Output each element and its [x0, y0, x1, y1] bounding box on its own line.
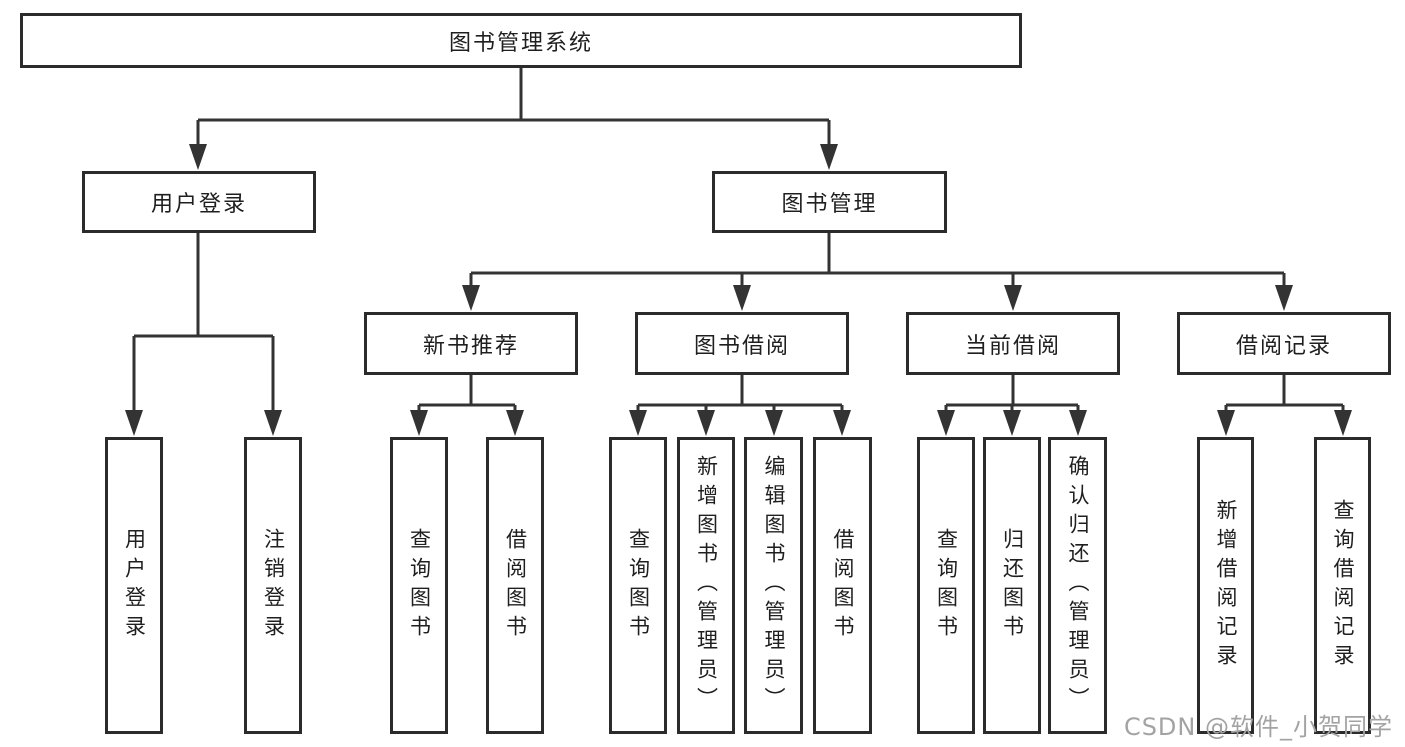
- arrowhead-icon: [1334, 410, 1352, 436]
- leaf-add-books-admin: 新增图书（管理员）: [677, 437, 735, 734]
- node-library-management-system: 图书管理系统: [20, 13, 1022, 68]
- arrowhead-icon: [697, 410, 715, 436]
- arrowhead-icon: [1217, 410, 1235, 436]
- leaf-return-books: 归还图书: [983, 437, 1041, 734]
- leaf-query-books-borrow: 查询图书: [609, 437, 667, 734]
- node-new-book-recommendation: 新书推荐: [364, 312, 578, 375]
- arrowhead-icon: [410, 410, 428, 436]
- leaf-query-books-recommend: 查询图书: [390, 437, 448, 734]
- connector-new-book-children: [410, 375, 524, 436]
- leaf-edit-books-admin: 编辑图书（管理员）: [744, 437, 803, 734]
- leaf-borrow-books: 借阅图书: [813, 437, 872, 734]
- arrowhead-icon: [765, 410, 783, 436]
- arrowhead-icon: [462, 285, 480, 311]
- arrowhead-icon: [629, 410, 647, 436]
- arrowhead-icon: [733, 285, 751, 311]
- arrowhead-icon: [937, 410, 955, 436]
- connector-current-borrow-children: [937, 375, 1087, 436]
- arrowhead-icon: [125, 410, 143, 436]
- arrowhead-icon: [506, 410, 524, 436]
- leaf-query-books-current: 查询图书: [917, 437, 975, 734]
- arrowhead-icon: [189, 144, 207, 170]
- csdn-watermark: CSDN @软件_小贺同学: [1123, 713, 1393, 741]
- arrowhead-icon: [1003, 410, 1021, 436]
- arrowhead-icon: [264, 410, 282, 436]
- arrowhead-icon: [1004, 285, 1022, 311]
- arrowhead-icon: [820, 144, 838, 170]
- leaf-confirm-return-admin: 确认归还（管理员）: [1048, 437, 1107, 734]
- node-book-borrowing: 图书借阅: [635, 312, 849, 375]
- connector-borrow-record-children: [1217, 375, 1352, 436]
- node-user-login: 用户登录: [82, 171, 316, 233]
- node-borrowing-records: 借阅记录: [1177, 312, 1391, 375]
- node-current-borrowing: 当前借阅: [906, 312, 1120, 375]
- leaf-add-borrow-record: 新增借阅记录: [1197, 437, 1254, 734]
- leaf-borrow-books-recommend: 借阅图书: [486, 437, 544, 734]
- leaf-query-borrow-record: 查询借阅记录: [1314, 437, 1371, 734]
- leaf-logout: 注销登录: [244, 437, 302, 734]
- connector-user-login-children: [125, 233, 282, 436]
- leaf-user-login: 用户登录: [105, 437, 163, 734]
- connector-book-mgmt-to-level2: [462, 233, 1293, 311]
- arrowhead-icon: [833, 410, 851, 436]
- connector-root-to-level1: [189, 68, 838, 170]
- arrowhead-icon: [1275, 285, 1293, 311]
- connector-book-borrow-children: [629, 375, 851, 436]
- node-book-management: 图书管理: [712, 171, 947, 233]
- arrowhead-icon: [1069, 410, 1087, 436]
